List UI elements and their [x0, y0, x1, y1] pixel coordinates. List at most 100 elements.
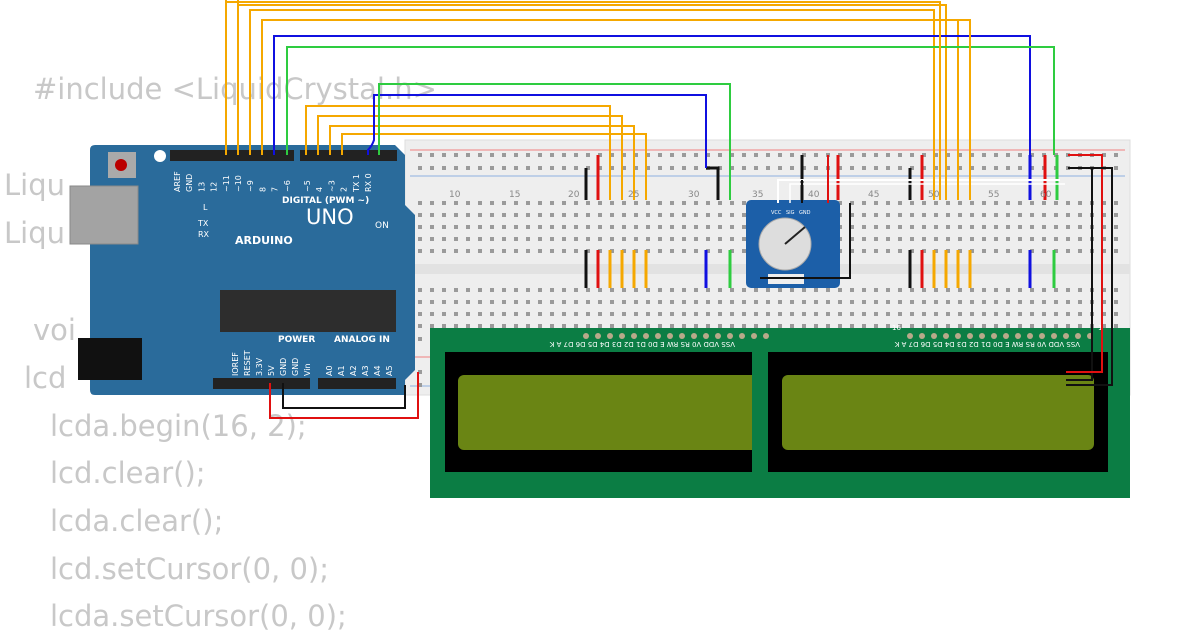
breadboard-hole [874, 324, 878, 328]
breadboard-hole [682, 166, 686, 170]
breadboard-hole [478, 300, 482, 304]
breadboard-hole [958, 225, 962, 229]
breadboard-hole [1054, 288, 1058, 292]
breadboard-hole [610, 225, 614, 229]
signal-wires [225, 0, 1113, 386]
breadboard-hole [598, 288, 602, 292]
breadboard-hole [850, 249, 854, 253]
breadboard-hole [754, 166, 758, 170]
breadboard-hole [850, 300, 854, 304]
breadboard-hole [490, 249, 494, 253]
breadboard-hole [454, 225, 458, 229]
breadboard-hole [862, 201, 866, 205]
lcd-pin [631, 333, 637, 339]
breadboard-hole [862, 324, 866, 328]
breadboard-hole [418, 201, 422, 205]
breadboard-hole [694, 288, 698, 292]
breadboard-hole [1102, 324, 1106, 328]
breadboard-hole [586, 201, 590, 205]
breadboard-hole [1078, 225, 1082, 229]
code-line: lcda.begin(16, 2); [50, 409, 307, 443]
reset-button[interactable] [115, 159, 127, 171]
breadboard-hole [1030, 166, 1034, 170]
breadboard-hole [670, 166, 674, 170]
breadboard-hole [946, 300, 950, 304]
breadboard-hole [910, 166, 914, 170]
breadboard-hole [442, 201, 446, 205]
breadboard-hole [670, 237, 674, 241]
breadboard-hole [982, 225, 986, 229]
lcd-pin [907, 333, 913, 339]
column-number: 25 [628, 190, 639, 200]
breadboard-hole [958, 153, 962, 157]
breadboard-hole [634, 300, 638, 304]
power-jack [78, 338, 142, 380]
breadboard-hole [730, 324, 734, 328]
breadboard-hole [982, 249, 986, 253]
breadboard-hole [514, 153, 518, 157]
breadboard-hole [922, 166, 926, 170]
breadboard-hole [1018, 249, 1022, 253]
breadboard-hole [790, 288, 794, 292]
breadboard-hole [526, 166, 530, 170]
breadboard-hole [862, 312, 866, 316]
breadboard-hole [982, 288, 986, 292]
lcd-pin [679, 333, 685, 339]
breadboard-hole [838, 288, 842, 292]
breadboard-hole [538, 288, 542, 292]
breadboard-hole [922, 288, 926, 292]
breadboard-hole [418, 249, 422, 253]
breadboard-hole [502, 288, 506, 292]
breadboard-hole [442, 288, 446, 292]
breadboard-hole [418, 312, 422, 316]
breadboard-hole [706, 213, 710, 217]
breadboard-hole [562, 312, 566, 316]
breadboard-hole [718, 324, 722, 328]
breadboard-hole [982, 312, 986, 316]
breadboard-hole [442, 300, 446, 304]
breadboard-hole [994, 312, 998, 316]
breadboard-hole [418, 288, 422, 292]
breadboard-hole [526, 153, 530, 157]
breadboard-hole [730, 166, 734, 170]
breadboard-hole [778, 288, 782, 292]
breadboard-hole [838, 324, 842, 328]
column-number: 15 [509, 190, 520, 200]
breadboard-hole [682, 153, 686, 157]
breadboard-hole [1078, 213, 1082, 217]
breadboard-hole [1054, 201, 1058, 205]
breadboard-hole [730, 249, 734, 253]
breadboard-hole [658, 201, 662, 205]
breadboard-hole [970, 312, 974, 316]
breadboard-hole [706, 300, 710, 304]
breadboard-hole [958, 201, 962, 205]
breadboard-hole [586, 213, 590, 217]
analog-pin-label: A3 [361, 365, 370, 376]
breadboard-hole [1018, 300, 1022, 304]
breadboard-hole [982, 153, 986, 157]
breadboard-hole [454, 312, 458, 316]
breadboard-hole [970, 249, 974, 253]
breadboard-hole [622, 225, 626, 229]
lcd-pin [763, 333, 769, 339]
breadboard-hole [442, 153, 446, 157]
breadboard-hole [658, 213, 662, 217]
breadboard-hole [742, 213, 746, 217]
breadboard-hole [646, 225, 650, 229]
breadboard-hole [898, 288, 902, 292]
digital-pin-label: ~6 [283, 180, 292, 192]
breadboard-hole [706, 201, 710, 205]
breadboard-hole [1066, 201, 1070, 205]
breadboard-hole [1054, 324, 1058, 328]
breadboard-hole [718, 213, 722, 217]
breadboard-hole [598, 324, 602, 328]
breadboard-hole [850, 312, 854, 316]
breadboard-hole [778, 324, 782, 328]
breadboard-hole [574, 288, 578, 292]
breadboard-hole [934, 288, 938, 292]
breadboard-hole [1114, 249, 1118, 253]
breadboard-hole [994, 201, 998, 205]
breadboard-hole [766, 166, 770, 170]
breadboard-hole [598, 153, 602, 157]
breadboard-hole [778, 166, 782, 170]
